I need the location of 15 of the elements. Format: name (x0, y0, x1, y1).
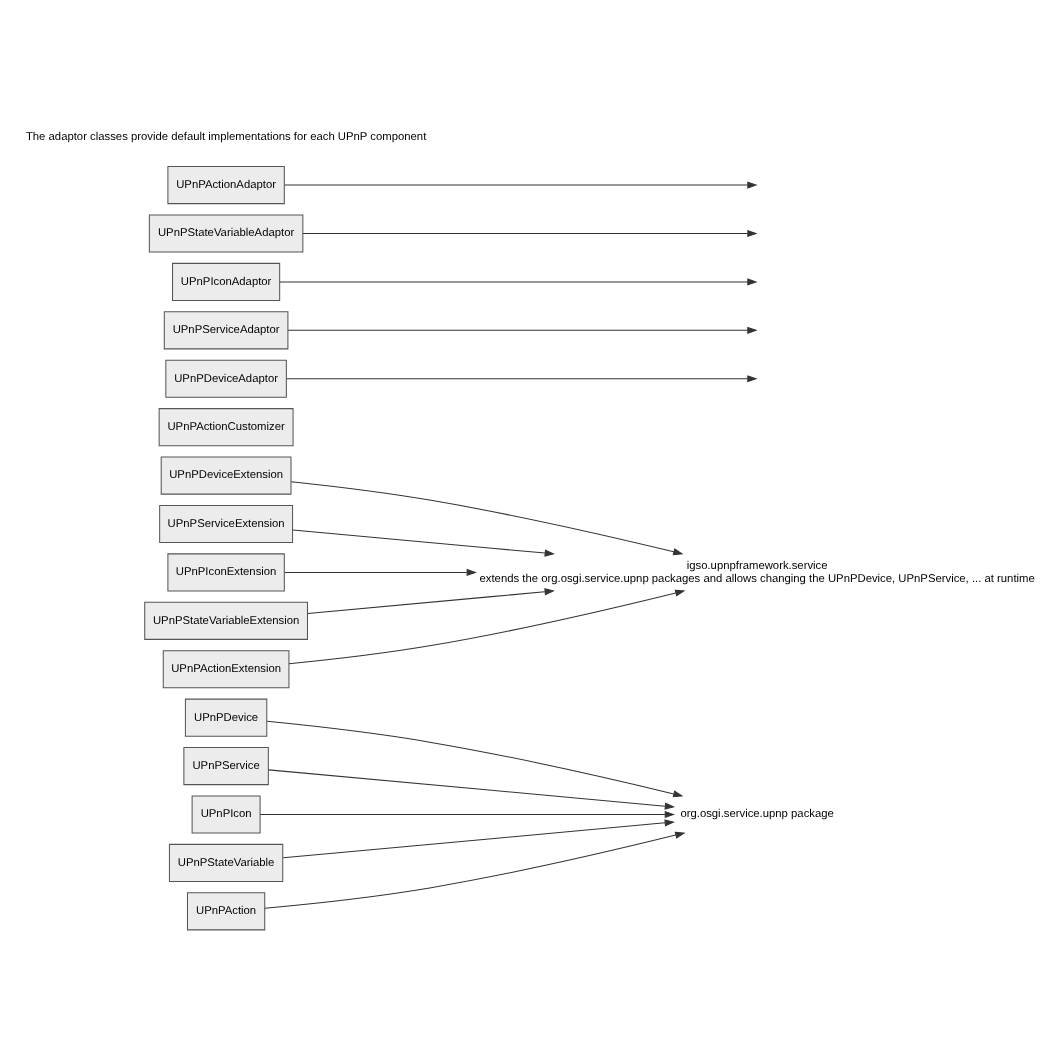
arrow (287, 325, 758, 333)
arrow (288, 588, 686, 664)
arrow (284, 567, 477, 576)
arrow (302, 228, 758, 237)
arrow (279, 277, 758, 285)
arrow (292, 528, 555, 556)
arrow (290, 480, 684, 555)
arrow (264, 830, 686, 908)
arrow (307, 587, 555, 613)
arrow (268, 768, 676, 809)
arrow (282, 818, 675, 858)
arrow (284, 180, 758, 188)
arrow (266, 719, 684, 797)
arrow (286, 374, 758, 382)
arrow (259, 809, 676, 818)
